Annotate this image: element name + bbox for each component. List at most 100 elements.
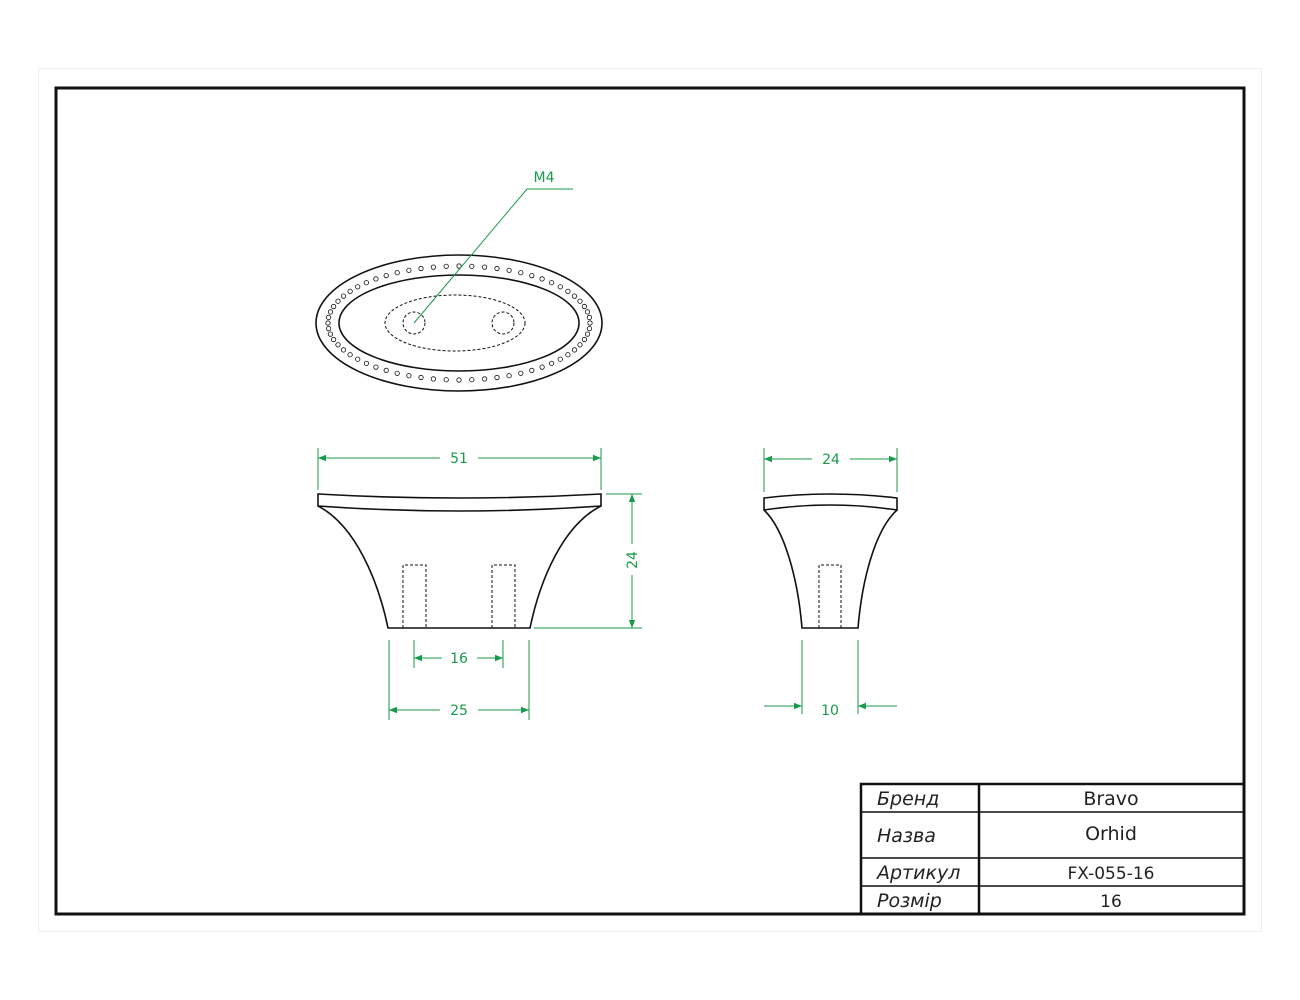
decorative-dot [443, 263, 449, 269]
front-view-cap [317, 493, 602, 512]
top-view-hole-left [402, 311, 426, 335]
decorative-dot [325, 314, 332, 320]
decorative-dot [406, 267, 412, 273]
decorative-dot [481, 376, 488, 382]
top-view-hidden-base [384, 294, 526, 352]
decorative-dot [394, 370, 400, 376]
top-view-outer-edge [315, 254, 603, 392]
sheet-background [38, 68, 1262, 932]
dim-height: 24 [625, 551, 641, 569]
decorative-dot [340, 293, 347, 299]
side-view-cap [763, 493, 898, 511]
decorative-dot [406, 373, 412, 379]
side-view [763, 493, 898, 629]
decorative-dot [347, 288, 353, 294]
decorative-dot [587, 320, 593, 326]
decorative-dot [557, 284, 563, 290]
decorative-dot [325, 320, 331, 326]
dim-side-width: 24 [822, 452, 840, 468]
title-block-brand-label: Бренд [877, 788, 939, 810]
decorative-dot [548, 280, 555, 286]
decorative-dot [347, 352, 353, 358]
top-view-hole-right [491, 311, 515, 335]
decorative-dot [383, 367, 389, 373]
top-view [315, 254, 603, 392]
decorative-dot [581, 336, 588, 343]
decorative-dot [577, 298, 583, 304]
drawing-frame [54, 86, 1246, 916]
side-view-hidden-hole [818, 564, 842, 628]
decorative-dot [506, 267, 512, 273]
dim-hole-spacing: 16 [450, 651, 468, 667]
decorative-dot [518, 370, 524, 376]
decorative-dot [539, 276, 545, 282]
dim-base-width: 25 [450, 703, 468, 719]
decorative-dot [394, 270, 400, 276]
decorative-dot [529, 272, 535, 279]
decorative-dot [506, 373, 512, 379]
decorative-dot [355, 356, 361, 362]
decorative-dot [586, 314, 593, 320]
decorative-dot [581, 303, 588, 310]
decorative-dot [539, 364, 545, 370]
decorative-dot [418, 265, 424, 272]
decorative-dot [586, 325, 593, 332]
front-view [317, 493, 602, 629]
decorative-dot [571, 293, 578, 299]
decorative-dot [456, 377, 462, 383]
dim-side-base-width: 10 [821, 703, 839, 719]
front-view-hidden-holes [402, 564, 516, 628]
title-block-article-label: Артикул [875, 862, 960, 884]
decorative-dot [577, 342, 583, 348]
decorative-dot [443, 377, 449, 383]
decorative-dot [373, 276, 379, 282]
decorative-dot [340, 347, 347, 353]
decorative-dot [373, 364, 379, 370]
decorative-dot [363, 280, 369, 286]
top-view-decorative-dot-ring [325, 263, 593, 383]
decorative-dot [529, 367, 535, 373]
decorative-dot [330, 336, 337, 343]
decorative-dot [327, 309, 334, 315]
title-block-article-value: FX-055-16 [1068, 864, 1155, 884]
title-block-size-label: Розмір [877, 890, 942, 912]
dim-top-width: 51 [450, 451, 468, 467]
decorative-dot [548, 360, 555, 366]
decorative-dot [518, 270, 524, 276]
decorative-dot [565, 288, 571, 294]
dimension-lines [317, 448, 898, 720]
decorative-dot [430, 264, 436, 270]
decorative-dot [584, 331, 591, 337]
decorative-dot [325, 325, 332, 332]
decorative-dot [418, 374, 424, 381]
title-block-name-label: Назва [877, 825, 936, 847]
decorative-dot [481, 264, 488, 270]
decorative-dot [327, 331, 334, 337]
decorative-dot [557, 356, 563, 362]
decorative-dot [571, 347, 578, 353]
decorative-dot [335, 342, 341, 348]
decorative-dot [456, 263, 462, 269]
decorative-dot [565, 352, 571, 358]
title-block-size-value: 16 [1100, 892, 1122, 912]
decorative-dot [469, 377, 475, 383]
decorative-dot [355, 284, 361, 290]
front-view-body [317, 505, 602, 629]
decorative-dot [494, 374, 500, 381]
decorative-dot [363, 360, 369, 366]
decorative-dot [430, 376, 436, 382]
side-view-body [763, 509, 898, 629]
thread-label: M4 [534, 170, 555, 186]
decorative-dot [494, 265, 500, 272]
thread-callout: M4 [413, 170, 573, 324]
decorative-dot [469, 263, 475, 269]
title-block-name-value: Orhid [1085, 823, 1137, 845]
title-block: Бренд Bravo Назва Orhid Артикул FX-055-1… [859, 782, 1246, 916]
decorative-dot [383, 272, 389, 279]
top-view-inner-edge [338, 274, 580, 372]
decorative-dot [584, 309, 591, 315]
decorative-dot [335, 298, 341, 304]
decorative-dot [330, 303, 337, 310]
thread-leader-line [413, 188, 573, 324]
